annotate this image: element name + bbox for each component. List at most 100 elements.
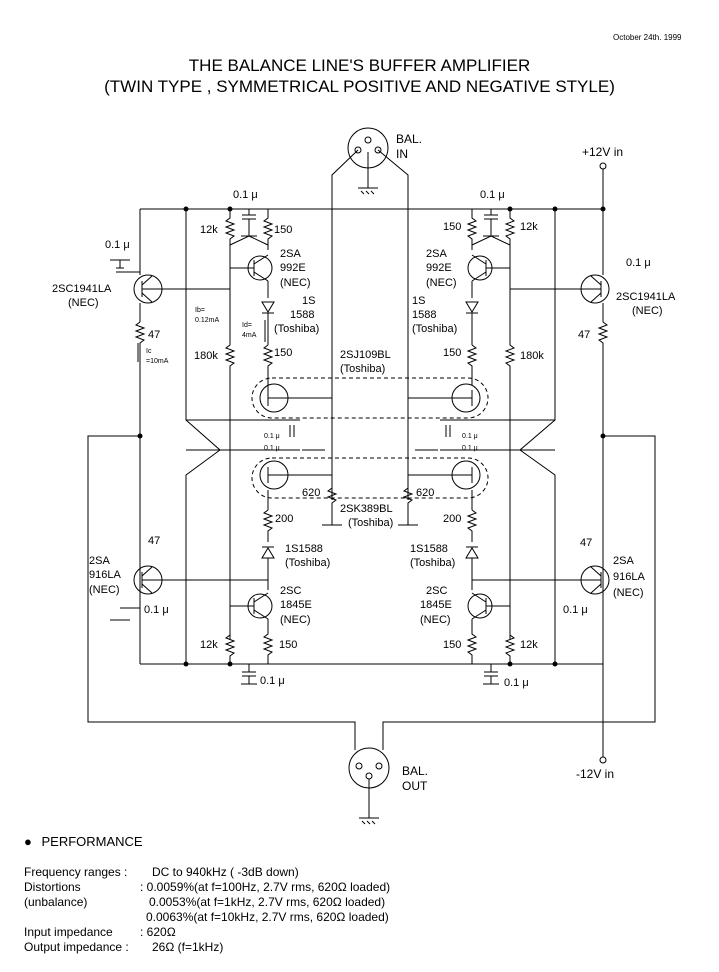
bal-out-label-2: OUT [402,779,428,793]
right-2sa916-2: 916LA [613,571,645,583]
performance-heading: ● PERFORMANCE [24,834,143,849]
ib-label-2: 0.12mA [195,317,219,324]
left-1s1588-1: 1S [302,295,315,307]
bal-in-label-2: IN [396,147,408,161]
right-c-q-bot: 0.1 μ [563,604,588,616]
bal-out-label-1: BAL. [402,764,428,778]
left-r47-top: 47 [148,329,160,341]
right-r12k: 12k [520,221,538,233]
right-c-bot: 0.1 μ [504,677,529,689]
right-2sa916-3: (NEC) [613,587,644,599]
bal-in-connector [331,127,409,500]
perf-value-5: 26Ω (f=1kHz) [152,940,224,954]
neg-supply-label: -12V in [576,767,614,781]
2sk389-1: 2SK389BL [340,503,393,515]
bullet-icon: ● [24,834,32,849]
right-2sa992-3: (NEC) [426,277,457,289]
right-2sc1941-2: (NEC) [632,305,663,317]
left-2sc1845-2: 1845E [280,599,312,611]
positive-rail [140,162,607,212]
right-r47-bot: 47 [580,537,592,549]
perf-label-5: Output impedance : [24,940,129,954]
left-1s1588-3: (Toshiba) [274,323,319,335]
perf-label-4: Input impedance [24,925,113,939]
left-c-q-bot: 0.1 μ [144,604,169,616]
left-r150-bot: 150 [279,639,297,651]
id-label-2: 4mA [242,332,257,339]
id-label-1: Id= [242,322,252,329]
pos-supply-label: +12V in [582,145,623,159]
right-top-cluster [465,209,610,664]
title-line-1: THE BALANCE LINE'S BUFFER AMPLIFIER [188,56,531,75]
fet-right-c2: 0.1 μ [462,445,478,452]
perf-label-2: (unbalance) [24,895,88,909]
right-1s1588-bot-1: 1S1588 [410,543,448,555]
bal-out-connector [87,433,656,825]
title-line-2: (TWIN TYPE , SYMMETRICAL POSITIVE AND NE… [104,77,615,96]
left-2sc1845-3: (NEC) [280,614,311,626]
perf-label-1: Distortions [24,880,81,894]
right-2sa916-1: 2SA [613,555,634,567]
left-c-top: 0.1 μ [233,189,258,201]
negative-rail [140,661,607,764]
left-2sc1941-1: 2SC1941LA [52,283,112,295]
left-2sc1845-1: 2SC [280,585,301,597]
left-r180k: 180k [194,350,218,362]
perf-label-0: Frequency ranges : [24,865,128,879]
left-bottom-cluster [110,509,275,685]
left-r12k-bot: 12k [200,639,218,651]
left-2sa992-3: (NEC) [280,277,311,289]
left-c-q1: 0.1 μ [105,239,130,251]
left-c-bot: 0.1 μ [260,675,285,687]
right-2sc1941-1: 2SC1941LA [616,291,676,303]
right-r180k: 180k [520,350,544,362]
right-r150-top: 150 [443,221,461,233]
left-1s1588-2: 1588 [290,309,314,321]
right-2sa992-2: 992E [426,262,452,274]
fet-right-c1: 0.1 μ [462,433,478,440]
right-r200: 200 [443,513,461,525]
right-2sa992-1: 2SA [426,248,447,260]
perf-value-0: DC to 940kHz ( -3dB down) [152,865,299,879]
left-r12k: 12k [200,224,218,236]
right-c-q1: 0.1 μ [626,257,651,269]
2sj109-1: 2SJ109BL [340,349,391,361]
ib-label-1: Ib= [195,307,205,314]
date-label: October 24th. 1999 [613,33,682,42]
right-r47-top: 47 [578,329,590,341]
left-r150-top: 150 [274,224,292,236]
right-1s1588-2: 1588 [412,309,436,321]
left-r47-bot: 47 [148,535,160,547]
fet-left-c2: 0.1 μ [264,445,280,452]
left-1s1588-bot-1: 1S1588 [285,543,323,555]
right-2sc1845-1: 2SC [426,585,447,597]
2sk389-2: (Toshiba) [348,517,393,529]
ic-label-2: =10mA [146,358,169,365]
right-r150-mid: 150 [443,347,461,359]
right-1s1588-1: 1S [412,295,425,307]
perf-value-2: 0.0053%(at f=1kHz, 2.7V rms, 620Ω loaded… [149,895,386,909]
perf-value-1: : 0.0059%(at f=100Hz, 2.7V rms, 620Ω loa… [140,880,391,894]
2sj109-2: (Toshiba) [340,363,385,375]
right-2sc1845-3: (NEC) [420,614,451,626]
performance-title: PERFORMANCE [41,834,143,849]
left-2sa992-2: 992E [280,262,306,274]
left-top-cluster [137,209,275,664]
right-r620: 620 [416,487,434,499]
left-r200: 200 [275,513,293,525]
left-2sa916-1: 2SA [89,555,110,567]
right-1s1588-3: (Toshiba) [412,323,457,335]
left-r620: 620 [302,487,320,499]
ic-label-1: Ic [146,348,152,355]
fet-section [185,209,556,664]
bal-in-label-1: BAL. [396,132,422,146]
left-2sa916-2: 916LA [89,569,121,581]
fet-left-c1: 0.1 μ [264,433,280,440]
perf-value-4: : 620Ω [140,925,176,939]
right-1s1588-bot-2: (Toshiba) [410,557,455,569]
left-2sa992-1: 2SA [280,248,301,260]
right-bottom-cluster [465,509,610,685]
perf-value-3: 0.0063%(at f=10kHz, 2.7V rms, 620Ω loade… [146,910,389,924]
right-c-top: 0.1 μ [480,189,505,201]
